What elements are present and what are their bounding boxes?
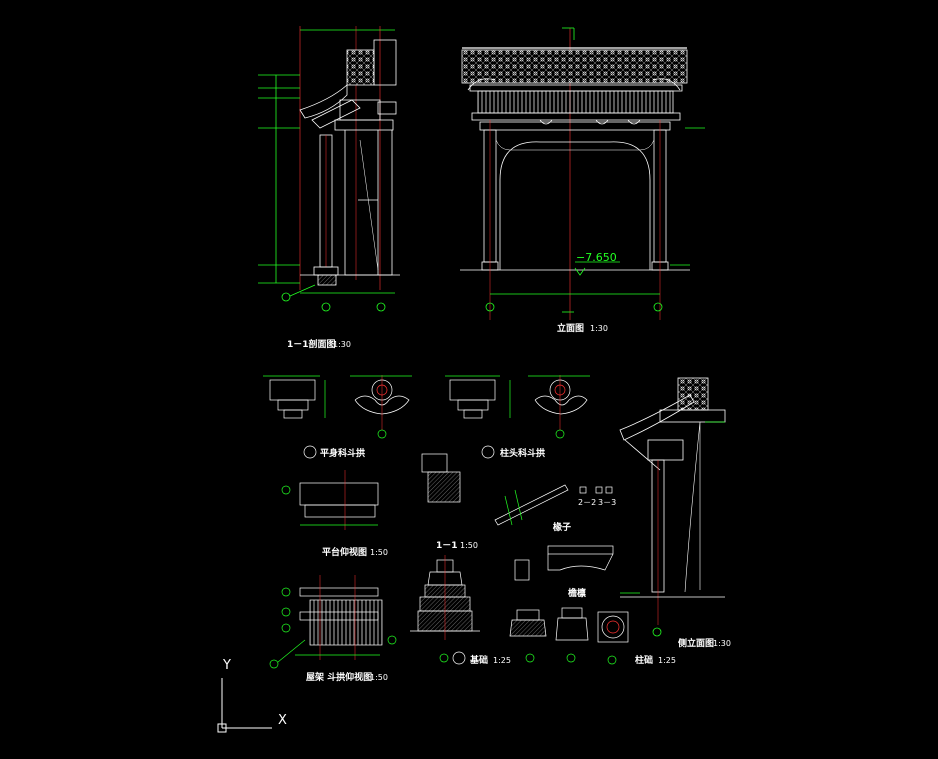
side-elevation-drawing: [619, 377, 726, 637]
front-elevation-scale: 1:30: [590, 324, 608, 333]
y-axis-label: Y: [222, 658, 231, 673]
front-elevation-drawing: [460, 27, 705, 320]
platform-plan-scale: 1:50: [370, 548, 388, 557]
column-base-title: 柱础: [635, 654, 653, 666]
base-title: 基础: [469, 654, 488, 666]
column-base-scale: 1:25: [658, 656, 676, 665]
base-detail-drawing: [410, 555, 547, 665]
ucs-axis-icon: [217, 678, 272, 733]
roof-frame-plan-drawing: [269, 575, 397, 669]
section-1-1-drawing: [258, 26, 400, 312]
rafter-title: 椽子: [552, 521, 571, 533]
elevation-value-label: −7.650: [576, 251, 617, 264]
roof-frame-plan-title: 屋架 斗拱仰视图: [306, 671, 372, 683]
detail-1-1-scale: 1:50: [460, 541, 478, 550]
eave-purlin-title: 檐檩: [568, 587, 586, 599]
column-bracket-details: [421, 375, 590, 503]
base-scale: 1:25: [493, 656, 511, 665]
side-elevation-title: 侧立面图: [678, 637, 714, 649]
column-bracket-title: 柱头科斗拱: [500, 447, 545, 459]
section-3-3-label: 3－3: [598, 498, 616, 507]
side-elevation-scale: 1:30: [713, 639, 731, 648]
x-axis-label: X: [278, 713, 287, 728]
detail-1-1-title: 1－1: [436, 541, 458, 551]
platform-plan-drawing: [281, 470, 379, 530]
section-1-1-scale: 1:30: [333, 340, 351, 349]
rafter-detail: [494, 484, 613, 526]
section-2-2-label: 2－2: [578, 498, 596, 507]
section-1-1-title: 1－1剖面图: [287, 338, 336, 350]
roof-frame-plan-scale: 1:50: [370, 673, 388, 682]
flat-bracket-details: [263, 375, 412, 459]
flat-bracket-title: 平身科斗拱: [320, 447, 365, 459]
eave-purlin-drawing: [547, 545, 629, 665]
front-elevation-title: 立面图: [557, 322, 584, 334]
platform-plan-title: 平台仰视图: [322, 546, 367, 558]
